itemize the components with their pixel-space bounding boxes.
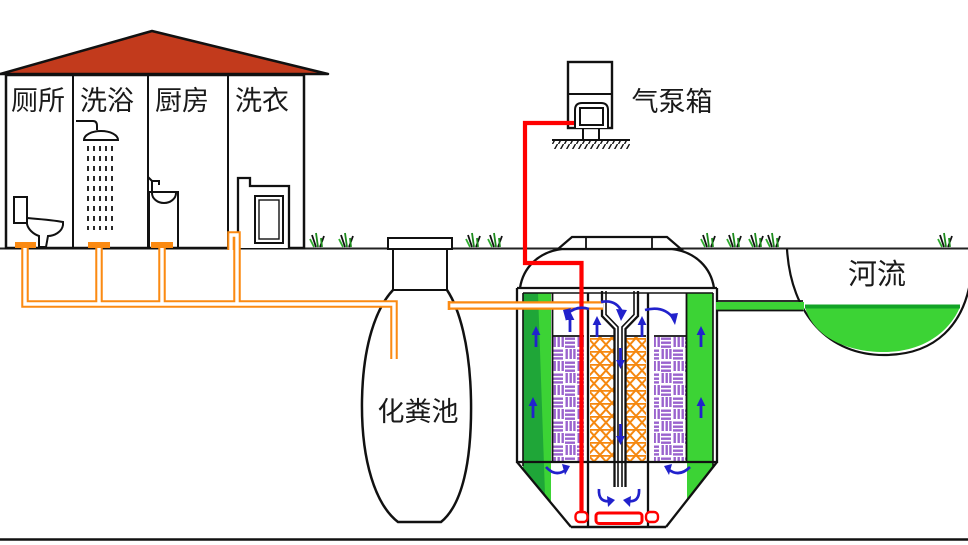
septic-tank xyxy=(360,237,473,524)
clear-water-channel-right xyxy=(687,293,713,501)
clear-water-channel-left-highlight xyxy=(538,293,551,502)
room-label-bath: 洗浴 xyxy=(80,86,134,116)
tank-shell xyxy=(515,286,719,529)
grass-tuft xyxy=(309,232,325,248)
flow-arrows xyxy=(527,300,707,507)
filter-media-left xyxy=(553,337,584,462)
pump-ground-hatch xyxy=(552,140,630,149)
air-pump-outlet xyxy=(574,102,609,128)
filter-media-right xyxy=(654,337,687,462)
room-label-kitchen: 厨房 xyxy=(155,86,209,116)
air-pipe xyxy=(522,120,584,514)
air-pump-label: 气泵箱 xyxy=(632,87,713,117)
floor-drain xyxy=(15,242,36,248)
shower-icon xyxy=(76,120,120,230)
flow-arrow-curve xyxy=(644,307,676,320)
grass-tuft xyxy=(765,232,781,248)
room-label-toilet: 厕所 xyxy=(11,86,65,116)
river-bank xyxy=(785,248,968,357)
washing-machine-icon xyxy=(236,176,291,248)
treatment-tank xyxy=(515,235,719,529)
river xyxy=(716,248,968,357)
floor-drain xyxy=(88,242,110,248)
drain-pipe-network xyxy=(15,231,603,359)
tank-hatch xyxy=(555,235,684,251)
grass-tuft xyxy=(338,232,354,248)
river-water xyxy=(805,307,960,352)
house xyxy=(0,29,330,250)
grass-tuft xyxy=(465,232,481,248)
grass-tuft xyxy=(487,232,503,248)
river-label: 河流 xyxy=(848,258,906,291)
flow-arrow-up xyxy=(636,314,648,339)
outfall-pipe xyxy=(716,300,804,312)
floor-drain xyxy=(151,242,173,248)
septic-outlet-pipe xyxy=(447,301,603,310)
roof xyxy=(0,29,330,76)
septic-tank-body xyxy=(360,289,473,524)
central-pipe-cavity xyxy=(602,291,638,487)
room-label-laundry: 洗衣 xyxy=(235,86,289,116)
grass-tuft xyxy=(700,232,716,248)
grass-tuft xyxy=(937,232,953,248)
flow-arrow-curve xyxy=(667,466,691,475)
flow-arrow-up xyxy=(591,314,603,339)
grass-tuft xyxy=(726,232,742,248)
grass-tuft xyxy=(748,232,764,248)
flow-arrowheads xyxy=(562,308,678,507)
aerator xyxy=(574,510,660,525)
septic-tank-lid xyxy=(387,237,453,250)
tank-dome xyxy=(518,247,716,289)
sink-icon xyxy=(147,176,179,248)
toilet-icon xyxy=(13,196,64,248)
septic-tank-label: 化粪池 xyxy=(378,397,459,427)
